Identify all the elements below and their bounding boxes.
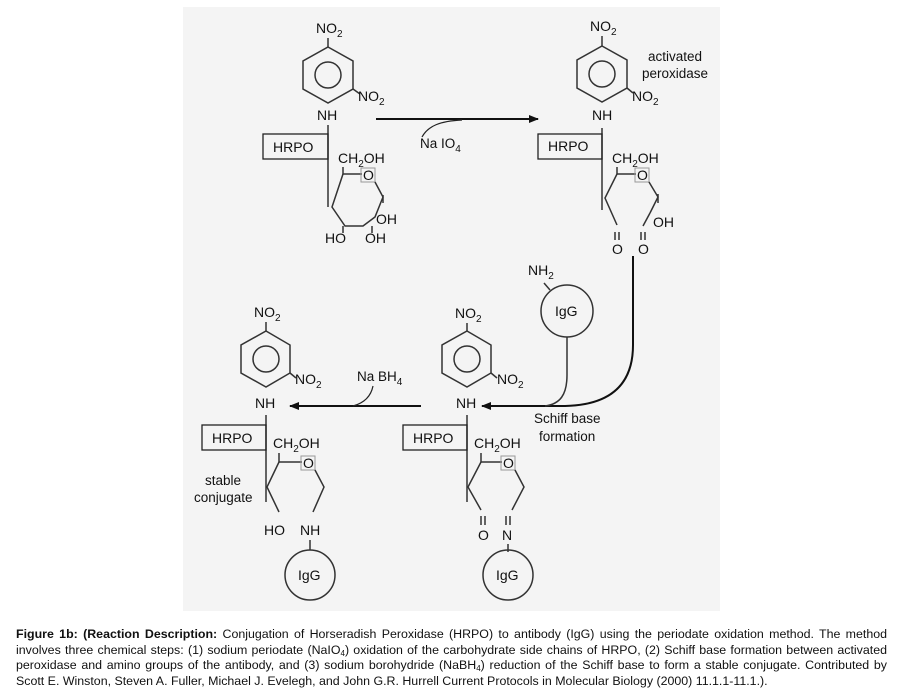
hydroxyl-bottom-left: HO [325, 230, 346, 246]
step3-arrow: Na BH4 [289, 369, 421, 410]
reaction-diagram: NO2 NO2 NH HRPO CH2OH O OH HO OH Na IO4 … [194, 18, 708, 601]
ring-oxygen: O [637, 167, 648, 183]
hrpo-box [537, 133, 603, 160]
nitro-group-top: NO2 [254, 304, 281, 324]
periodate-reagent: Na IO4 [420, 136, 461, 155]
nitro-group-top: NO2 [455, 305, 482, 325]
caption-text-1: Conjugation of Horseradish Peroxidase (H… [16, 627, 888, 657]
caption-sub-2: 4 [476, 664, 481, 674]
amine-label: NH [592, 107, 612, 123]
hrpo-label: HRPO [212, 430, 253, 446]
benzene-ring [576, 45, 628, 103]
igg-label: IgG [555, 303, 578, 319]
hrpo-label: HRPO [413, 430, 454, 446]
hrpo-box [402, 424, 468, 451]
amine-label: NH [255, 395, 275, 411]
schiff-base-label: Schiff base [534, 411, 601, 426]
schiff-base-label-2: formation [539, 429, 595, 444]
nitro-group-side: NO2 [497, 371, 524, 391]
caption-text-2: ) oxidation of the carbohydrate side cha… [16, 642, 887, 673]
benzene-ring [240, 330, 291, 388]
ch2oh-label: CH2OH [273, 435, 320, 455]
molecule-hrpo-start: NO2 NO2 NH HRPO CH2OH O OH HO OH [262, 20, 397, 246]
hrpo-label: HRPO [273, 139, 314, 155]
borohydride-reagent: Na BH4 [357, 369, 403, 388]
activated-peroxidase-label: activated [648, 49, 702, 64]
amine-label: NH [456, 395, 476, 411]
activated-peroxidase-label-2: peroxidase [642, 66, 708, 81]
ch2oh-label: CH2OH [338, 150, 385, 170]
caption-text-3: ) reduction of the Schiff base to form a… [16, 658, 888, 688]
figure-panel [183, 7, 720, 611]
nitro-group-side: NO2 [632, 88, 659, 108]
nitro-group-top: NO2 [316, 20, 343, 40]
molecule-activated-peroxidase: NO2 NO2 activated peroxidase NH HRPO CH2… [537, 18, 708, 257]
amine-label: NH [317, 107, 337, 123]
igg-label: IgG [496, 567, 519, 583]
ch2oh-label: CH2OH [612, 150, 659, 170]
hydroxyl-right: OH [376, 211, 397, 227]
figure-caption: Figure 1b: (Reaction Description: Conjug… [16, 627, 887, 689]
carbonyl-oxygen: O [638, 241, 649, 257]
hrpo-label: HRPO [548, 138, 589, 154]
hydroxyl-label: HO [264, 522, 285, 538]
ring-oxygen: O [363, 167, 374, 183]
nitro-group-top: NO2 [590, 18, 617, 38]
hydroxyl-right: OH [653, 214, 674, 230]
molecule-schiff-base: NO2 NO2 NH HRPO CH2OH O O N IgG [402, 305, 534, 601]
amino-group-label: NH2 [528, 262, 554, 282]
hrpo-box [201, 424, 267, 451]
ring-oxygen: O [503, 455, 514, 471]
step2-arrow: NH2 IgG Schiff base formation [481, 256, 634, 444]
molecule-stable-conjugate: NO2 NO2 NH HRPO CH2OH O stable conjugate… [194, 304, 336, 601]
stable-conjugate-label-2: conjugate [194, 490, 253, 505]
igg-antibody [284, 549, 336, 601]
benzene-ring [441, 330, 492, 388]
imine-nitrogen: N [502, 527, 512, 543]
nitro-group-side: NO2 [295, 371, 322, 391]
ch2oh-label: CH2OH [474, 435, 521, 455]
ring-oxygen: O [303, 455, 314, 471]
step1-arrow: Na IO4 [376, 115, 539, 155]
hydroxyl-bottom-right: OH [365, 230, 386, 246]
benzene-ring [302, 46, 354, 104]
carbonyl-oxygen: O [612, 241, 623, 257]
caption-figure-label: Figure 1b: [16, 627, 78, 641]
carbonyl-oxygen: O [478, 527, 489, 543]
amine-linkage-label: NH [300, 522, 320, 538]
caption-sub-1: 4 [340, 648, 345, 658]
igg-antibody [482, 549, 534, 601]
igg-label: IgG [298, 567, 321, 583]
stable-conjugate-label: stable [205, 473, 241, 488]
nitro-group-side: NO2 [358, 88, 385, 108]
caption-bold-lead: (Reaction Description: [83, 627, 218, 641]
hrpo-box [262, 133, 329, 160]
